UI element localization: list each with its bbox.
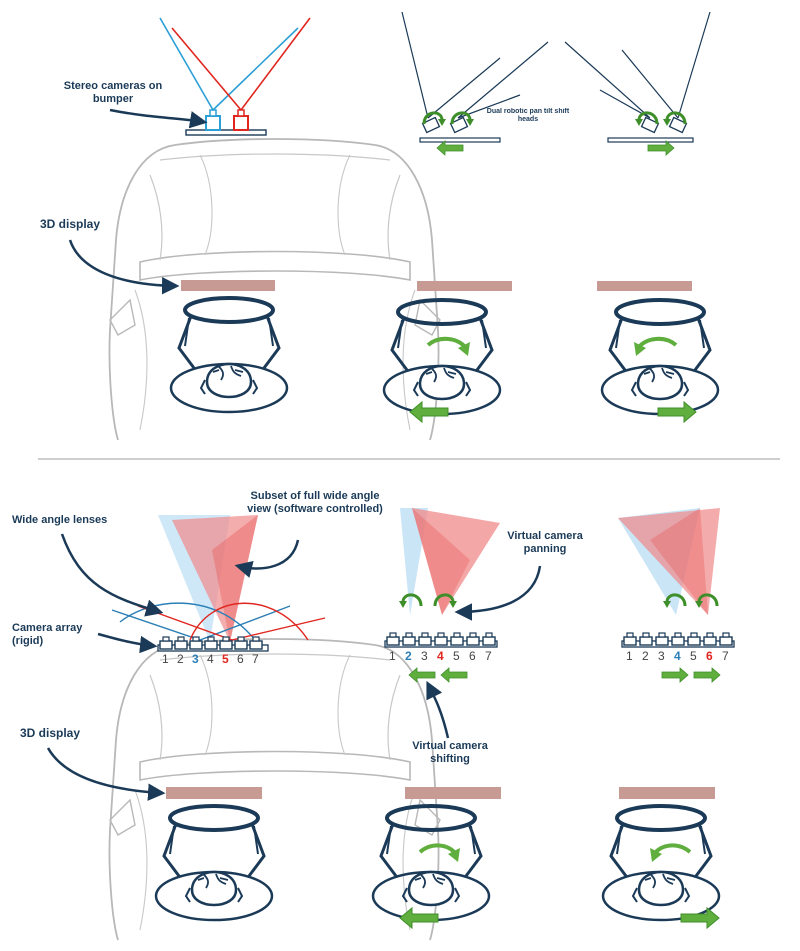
cam-num-selected-red: 5 — [222, 652, 229, 666]
cam-num: 4 — [207, 652, 214, 666]
cam-num: 6 — [237, 652, 244, 666]
cam-num: 5 — [690, 649, 697, 663]
stereo-cameras-label: Stereo cameras on bumper — [48, 80, 178, 105]
driver-top-left — [171, 298, 287, 412]
camera-array-pointer-arrow — [98, 634, 154, 646]
shift-arrow-bottom-middle — [400, 908, 438, 928]
stereo-view-lines-red — [172, 18, 310, 110]
display-pointer-arrow-bottom — [48, 748, 162, 793]
right-shift-arrow-2 — [694, 668, 720, 682]
cam-num-selected-red: 6 — [706, 649, 713, 663]
cam-num: 7 — [722, 649, 729, 663]
head-turn-arc-top-right — [634, 339, 676, 356]
head-turn-arc-bottom-right — [650, 845, 690, 862]
middle-shift-arrow-1 — [409, 668, 435, 682]
right-shift-arrow-1 — [662, 668, 688, 682]
cam-num: 7 — [252, 652, 259, 666]
display-label-bottom: 3D display — [20, 727, 110, 741]
cam-num-selected-blue: 2 — [405, 649, 412, 663]
bumper-plate — [186, 130, 266, 135]
driver-bottom-right — [603, 806, 719, 920]
camera-array-middle — [387, 633, 495, 645]
cam-num: 2 — [642, 649, 649, 663]
display-label-top: 3D display — [40, 218, 130, 232]
virtual-shifting-label: Virtual camera shifting — [395, 740, 505, 765]
display-bar-top-right — [597, 281, 692, 291]
cam-num: 7 — [485, 649, 492, 663]
shift-arrow-top-middle — [410, 402, 448, 422]
subset-view-label: Subset of full wide angle view (software… — [245, 490, 385, 515]
camera-array-label: Camera array (rigid) — [12, 622, 102, 647]
shift-arrow-bottom-right — [681, 908, 719, 928]
middle-shift-arrow-2 — [441, 668, 467, 682]
cam-num: 1 — [162, 652, 169, 666]
driver-top-middle — [384, 300, 500, 414]
cam-num: 3 — [658, 649, 665, 663]
driver-top-right — [602, 300, 718, 414]
dual-heads-label: Dual robotic pan tilt shift heads — [478, 108, 578, 124]
wide-angle-pointer-arrow — [62, 534, 160, 612]
cam-num: 5 — [453, 649, 460, 663]
cam-num: 3 — [421, 649, 428, 663]
cam-num-selected-red: 4 — [437, 649, 444, 663]
display-bar-bottom-right — [619, 787, 715, 799]
head-turn-arc-top-middle — [428, 339, 470, 356]
head-turn-arc-bottom-middle — [420, 845, 460, 862]
driver-bottom-middle — [373, 806, 489, 920]
driver-bottom-left — [156, 806, 272, 920]
display-bar-top-left — [181, 280, 275, 291]
stereo-camera-right-icon — [234, 110, 248, 130]
cam-num: 2 — [177, 652, 184, 666]
virtual-panning-label: Virtual camera panning — [490, 530, 600, 555]
cam-num: 1 — [389, 649, 396, 663]
wide-angle-label: Wide angle lenses — [12, 514, 132, 527]
dual-heads-right — [565, 12, 710, 155]
stereo-camera-left-icon — [206, 110, 220, 130]
cam-num-selected-blue: 3 — [192, 652, 199, 666]
camera-array-right — [624, 633, 732, 645]
display-bar-top-middle — [417, 281, 512, 291]
panning-pointer-arrow — [458, 566, 540, 612]
display-bar-bottom-left — [166, 787, 262, 799]
display-bar-bottom-middle — [405, 787, 501, 799]
shift-arrow-top-right — [658, 402, 696, 422]
display-pointer-arrow-top — [70, 240, 176, 286]
bottom-car — [109, 639, 440, 940]
cam-num-selected-blue: 4 — [674, 649, 681, 663]
cam-num: 1 — [626, 649, 633, 663]
cam-num: 6 — [469, 649, 476, 663]
